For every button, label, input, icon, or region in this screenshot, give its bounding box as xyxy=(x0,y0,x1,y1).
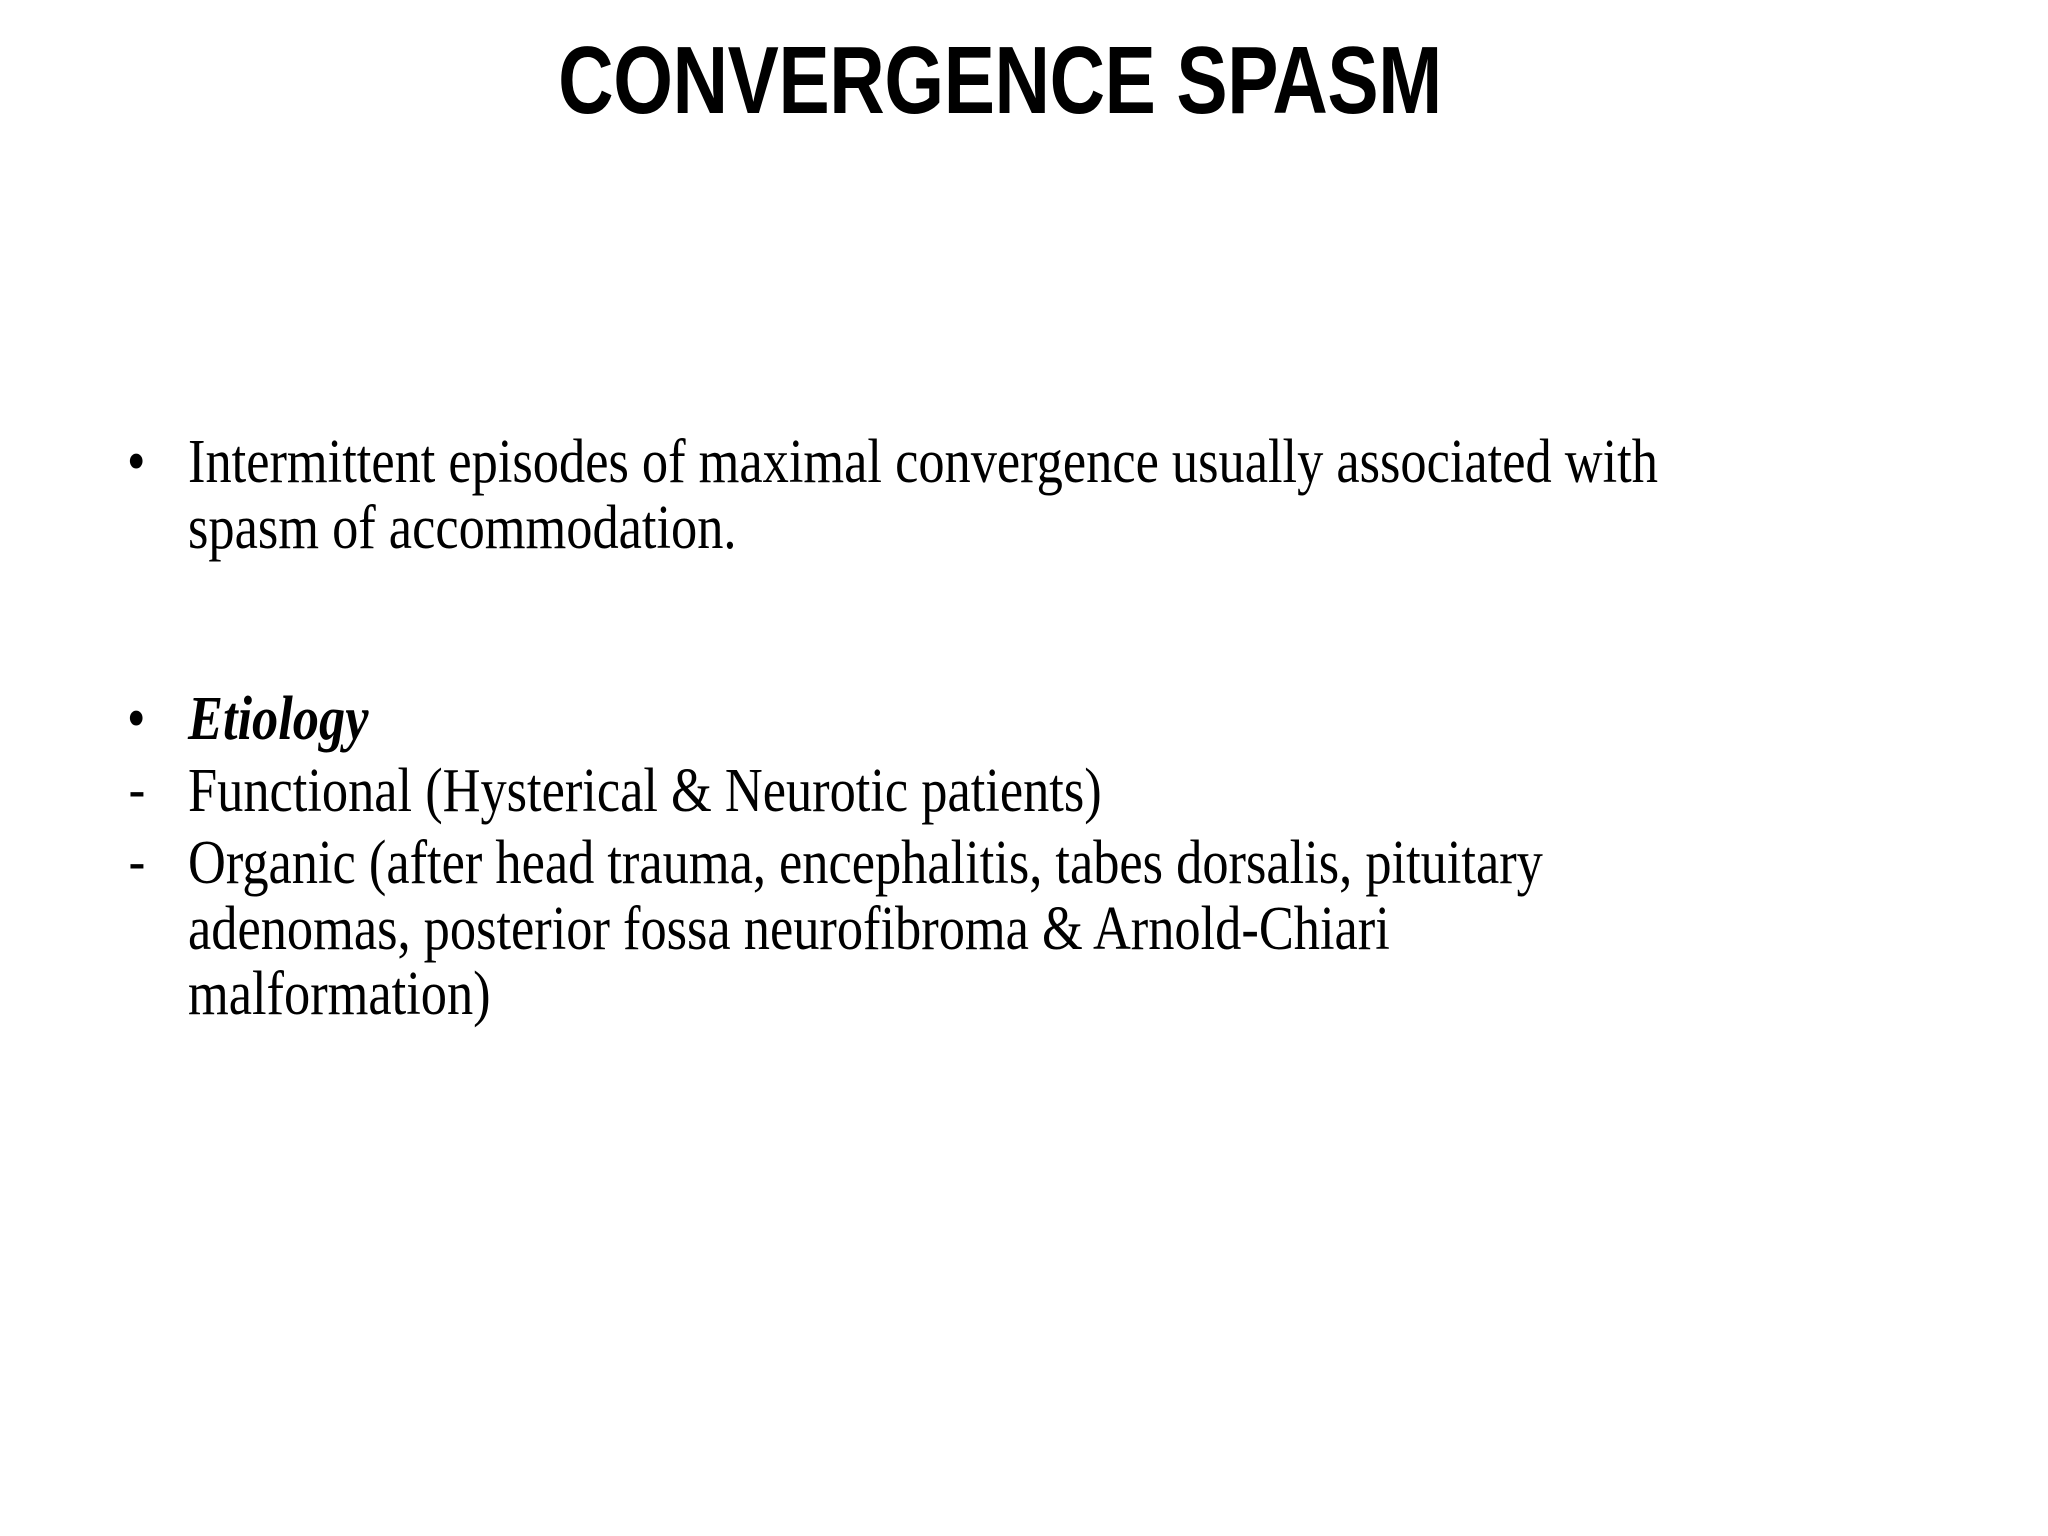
bullet-item-2-text: Etiology xyxy=(188,685,369,754)
round-bullet-icon: • xyxy=(126,428,146,496)
bullet-item-3-text: Functional (Hysterical & Neurotic patien… xyxy=(188,757,1102,826)
bullet-item-1-text: Intermittent episodes of maximal converg… xyxy=(188,428,1658,562)
bullet-item-2: • Etiology xyxy=(120,687,1950,753)
bullet-item-4: - Organic (after head trauma, encephalit… xyxy=(120,827,1950,1029)
page-title: CONVERGENCE SPASM xyxy=(558,27,1442,134)
round-bullet-icon: • xyxy=(126,685,146,754)
dash-bullet-icon: - xyxy=(128,827,146,893)
bullet-item-4-text: Organic (after head trauma, encephalitis… xyxy=(188,828,1543,1029)
bullet-item-3: - Functional (Hysterical & Neurotic pati… xyxy=(120,756,1950,826)
dash-bullet-icon: - xyxy=(128,756,146,822)
slide-body: • Intermittent episodes of maximal conve… xyxy=(120,428,1950,1029)
bullet-item-1: • Intermittent episodes of maximal conve… xyxy=(120,428,1950,562)
paragraph-spacer xyxy=(120,561,1950,687)
